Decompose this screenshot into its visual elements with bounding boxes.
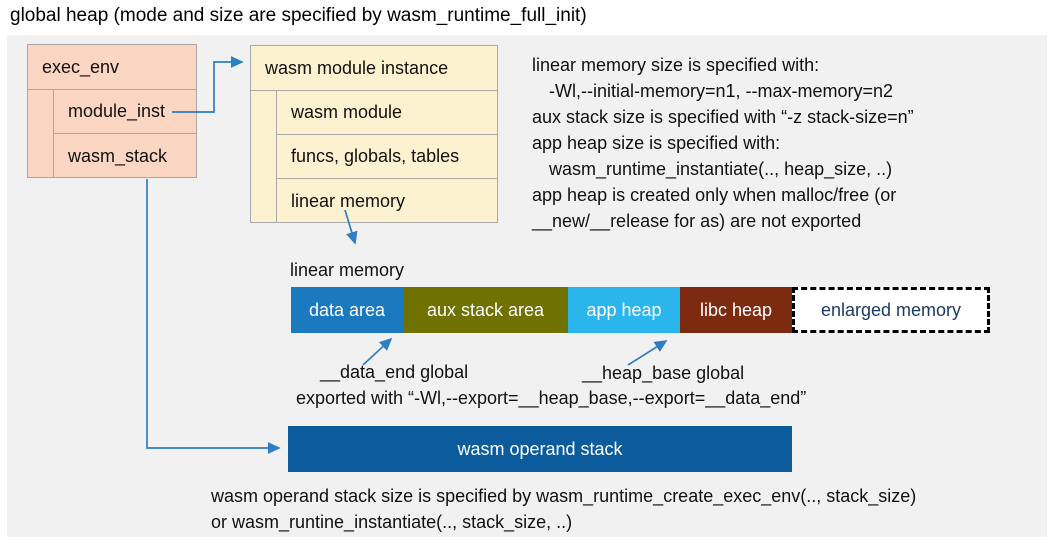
diagram-title: global heap (mode and size are specified…	[10, 5, 587, 26]
module-instance-row-wasm-module: wasm module	[277, 91, 497, 135]
segment-app-heap: app heap	[568, 287, 680, 333]
operand-stack-note-line: wasm operand stack size is specified by …	[211, 486, 917, 506]
wasm-operand-stack-bar: wasm operand stack	[288, 426, 792, 472]
memory-note-line: linear memory size is specified with:	[532, 55, 820, 75]
exported-with-note: exported with “-Wl,--export=__heap_base,…	[296, 388, 807, 408]
linear-memory-label: linear memory	[290, 260, 405, 280]
linear-memory-bar: data area aux stack area app heap libc h…	[291, 287, 792, 333]
data-end-global-label: __data_end global	[320, 362, 469, 382]
segment-libc-heap: libc heap	[680, 287, 792, 333]
memory-note-line: -Wl,--initial-memory=n1, --max-memory=n2	[549, 81, 894, 101]
module-instance-rows: wasm module funcs, globals, tables linea…	[276, 91, 497, 223]
segment-aux-stack-area: aux stack area	[403, 287, 568, 333]
enlarged-memory-box: enlarged memory	[792, 287, 990, 333]
operand-stack-note-line: or wasm_runtine_instantiate(.., stack_si…	[211, 512, 573, 532]
memory-note-line: __new/__release for as) are not exported	[532, 211, 862, 231]
exec-env-row-module-inst: module_inst	[54, 90, 196, 134]
exec-env-rows: module_inst wasm_stack	[53, 90, 196, 178]
exec-env-box: exec_env module_inst wasm_stack	[27, 44, 197, 178]
module-instance-box: wasm module instance wasm module funcs, …	[250, 45, 498, 223]
module-instance-row-funcs-globals-tables: funcs, globals, tables	[277, 135, 497, 179]
memory-note-line: aux stack size is specified with “-z sta…	[532, 107, 914, 127]
exec-env-row-wasm-stack: wasm_stack	[68, 145, 168, 166]
heap-base-global-label: __heap_base global	[582, 363, 745, 383]
memory-note-line: wasm_runtime_instantiate(.., heap_size, …	[549, 159, 893, 179]
module-instance-header: wasm module instance	[251, 46, 497, 91]
memory-note-line: app heap size is specified with:	[532, 133, 781, 153]
exec-env-header: exec_env	[28, 45, 196, 90]
module-instance-row-linear-memory: linear memory	[291, 190, 406, 211]
memory-note-line: app heap is created only when malloc/fre…	[532, 185, 897, 205]
segment-data-area: data area	[291, 287, 403, 333]
operand-stack-notes: wasm operand stack size is specified by …	[211, 483, 916, 535]
memory-size-notes: linear memory size is specified with: -W…	[532, 52, 914, 234]
